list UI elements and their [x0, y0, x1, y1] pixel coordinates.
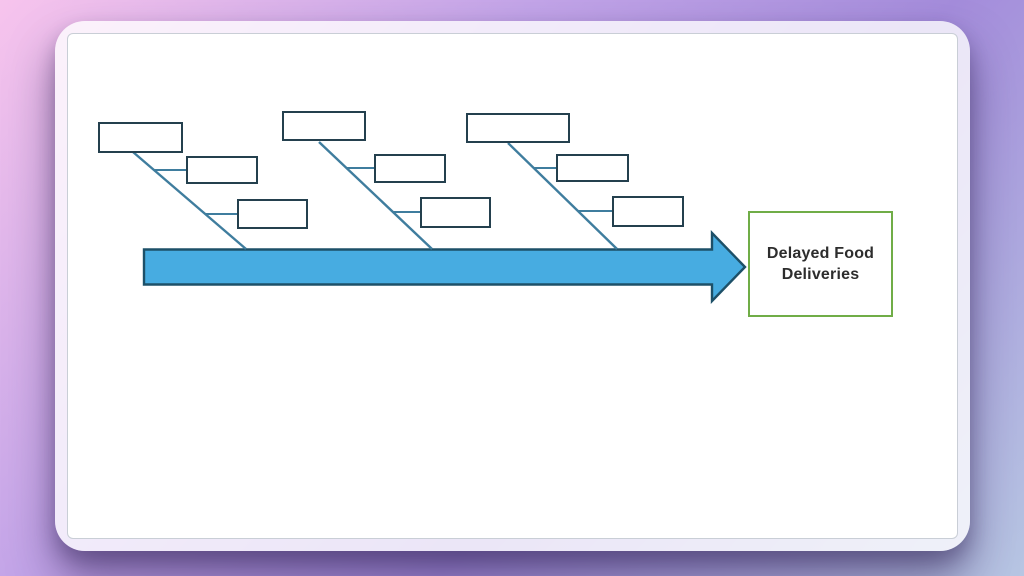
effect-box: Delayed Food Deliveries [748, 211, 893, 317]
effect-label: Delayed Food Deliveries [766, 245, 875, 283]
